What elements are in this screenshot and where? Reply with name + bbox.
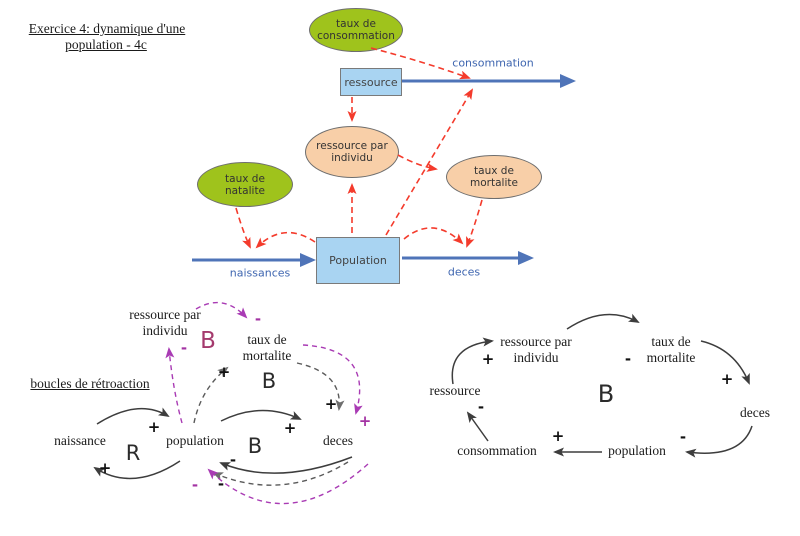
sign-population-rpi-purple: -	[180, 339, 188, 357]
left-node-ressource-par-individu: ressource par individu	[129, 307, 201, 338]
loop-label-B-right: B	[597, 380, 615, 408]
arc-deces-population	[219, 456, 353, 474]
arc-deces-population-right	[685, 425, 753, 458]
right-node-consommation: consommation	[457, 443, 537, 458]
ellipse-taux-de-consommation: taux de consommation	[309, 8, 403, 52]
right-node-ressource-par-individu: ressource par individu	[500, 334, 572, 365]
ressource-par-individu-label: ressource par individu	[316, 140, 388, 164]
stock-population: Population	[316, 237, 400, 284]
left-node-deces: deces	[323, 433, 353, 448]
left-node-population: population	[166, 433, 224, 448]
sign-consommation-ressource: -	[477, 398, 485, 416]
arrow-consommation-ressource	[466, 411, 489, 442]
sign-deces-population: -	[229, 451, 237, 469]
sign-ressource-rpi: +	[481, 350, 495, 368]
ressource-stock-label: ressource	[344, 75, 398, 89]
page-title-line1: Exercice 4: dynamique d'une	[28, 21, 186, 36]
flow-label-deces: deces	[447, 265, 481, 279]
sign-tdm-deces: +	[720, 370, 734, 388]
left-loop-heading: boucles de rétroaction	[30, 376, 150, 391]
link-population-to-deces	[403, 227, 464, 245]
right-node-ressource: ressource	[429, 383, 481, 398]
right-node-taux-de-mortalite: taux de mortalite	[646, 334, 696, 365]
right-node-deces: deces	[740, 405, 770, 420]
loop-label-B-inner: B	[247, 434, 263, 458]
sign-rpi-tdm: -	[624, 350, 632, 368]
sign-population-consommation: +	[551, 427, 565, 445]
loop-label-B-purple: B	[200, 328, 216, 354]
left-node-taux-de-mortalite: taux de mortalite	[242, 332, 292, 363]
taux-de-natalite-label: taux de natalite	[224, 172, 266, 197]
arc-deces-population-purple	[207, 463, 369, 505]
ellipse-ressource-par-individu: ressource par individu	[305, 126, 399, 178]
flow-label-naissances: naissances	[229, 266, 291, 280]
sign-tdm-deces-purple: +	[358, 412, 372, 430]
stock-ressource: ressource	[340, 68, 402, 96]
right-node-population: population	[608, 443, 666, 458]
sign-population-deces: +	[283, 419, 297, 437]
arc-rpi-tdm-purple	[195, 301, 248, 319]
sign-tdm-deces-gray: +	[324, 395, 338, 413]
sign-deces-population-right: -	[679, 428, 687, 446]
population-stock-label: Population	[329, 254, 387, 267]
page-title-line2: population - 4c	[65, 37, 147, 52]
sign-rpi-tdm-purple: -	[254, 310, 262, 328]
link-tdm-to-deces	[466, 199, 483, 248]
arc-rpi-tdm	[566, 313, 640, 330]
sign-population-naissance: +	[98, 459, 112, 477]
taux-de-mortalite-label: taux de mortalite	[470, 165, 518, 189]
ellipse-taux-de-natalite: taux de natalite	[197, 162, 293, 207]
sign-naissance-population: +	[147, 418, 161, 436]
flow-label-consommation: consommation	[452, 56, 534, 70]
link-rpi-to-tdm	[397, 154, 438, 172]
link-natalite-to-naissances	[235, 207, 251, 249]
ellipse-taux-de-mortalite: taux de mortalite	[446, 155, 542, 199]
arc-population-rpi-purple	[165, 347, 183, 424]
loop-label-R: R	[125, 441, 141, 465]
sign-population-tdm-gray: +	[217, 363, 231, 381]
sign-deces-population-gray: -	[217, 475, 225, 493]
sign-deces-population-purple: -	[191, 476, 199, 494]
link-population-to-naissances	[255, 231, 316, 249]
taux-de-consommation-label: taux de consommation	[317, 18, 395, 42]
left-node-naissance: naissance	[54, 433, 106, 448]
loop-label-B-upper: B	[261, 369, 277, 393]
